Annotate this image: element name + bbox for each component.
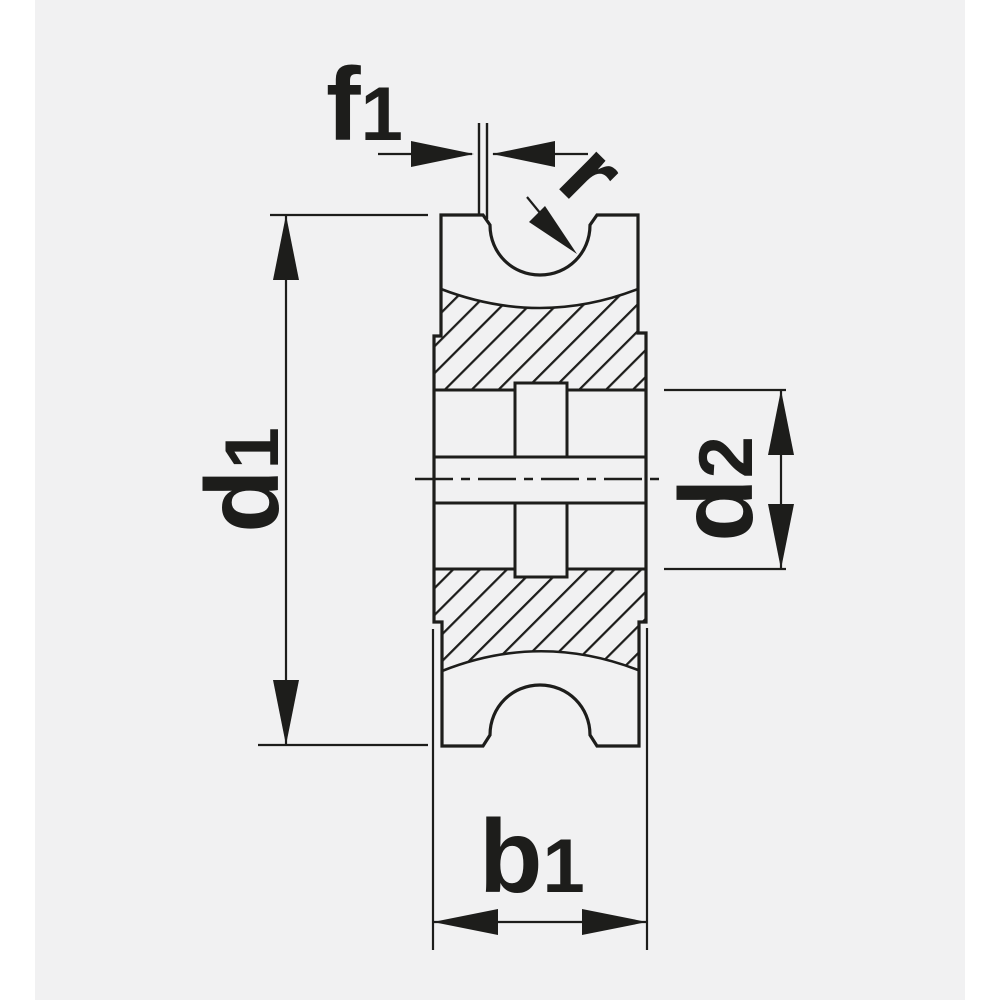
d2-arrowhead-top: [768, 390, 794, 455]
radius-callout: [526, 196, 577, 254]
section-hatching: [434, 289, 646, 671]
dim-label-f1: f1: [326, 47, 403, 163]
dim-label-d2: d2: [659, 436, 775, 542]
dim-label-d1: d1: [185, 427, 301, 533]
f1-arrowhead-right: [492, 141, 555, 167]
f1-extension-lines: [477, 123, 489, 219]
body-outline: [432, 213, 648, 748]
b1-arrowhead-right: [582, 909, 647, 935]
wheel-body: [432, 213, 648, 748]
groove-root-arc-bottom: [441, 650, 639, 673]
groove-root-arc-top: [440, 287, 639, 310]
b1-arrowhead-left: [433, 909, 498, 935]
r-arrowhead: [529, 206, 577, 254]
keyway-lower: [513, 503, 569, 579]
dimension-d1: [258, 213, 428, 747]
d1-arrowhead-top: [273, 215, 299, 280]
keyway-upper: [513, 381, 569, 457]
dim-label-b1: b1: [479, 799, 585, 915]
dim-label-d2-group: d2: [659, 436, 775, 542]
d2-arrowhead-bottom: [768, 504, 794, 569]
f1-arrowhead-left: [411, 141, 474, 167]
dim-label-d1-group: d1: [185, 427, 301, 533]
hatch-area-upper: [434, 289, 646, 390]
hatch-area-lower: [434, 569, 646, 671]
d1-arrowhead-bottom: [273, 680, 299, 745]
drawing-canvas: [35, 0, 965, 1000]
